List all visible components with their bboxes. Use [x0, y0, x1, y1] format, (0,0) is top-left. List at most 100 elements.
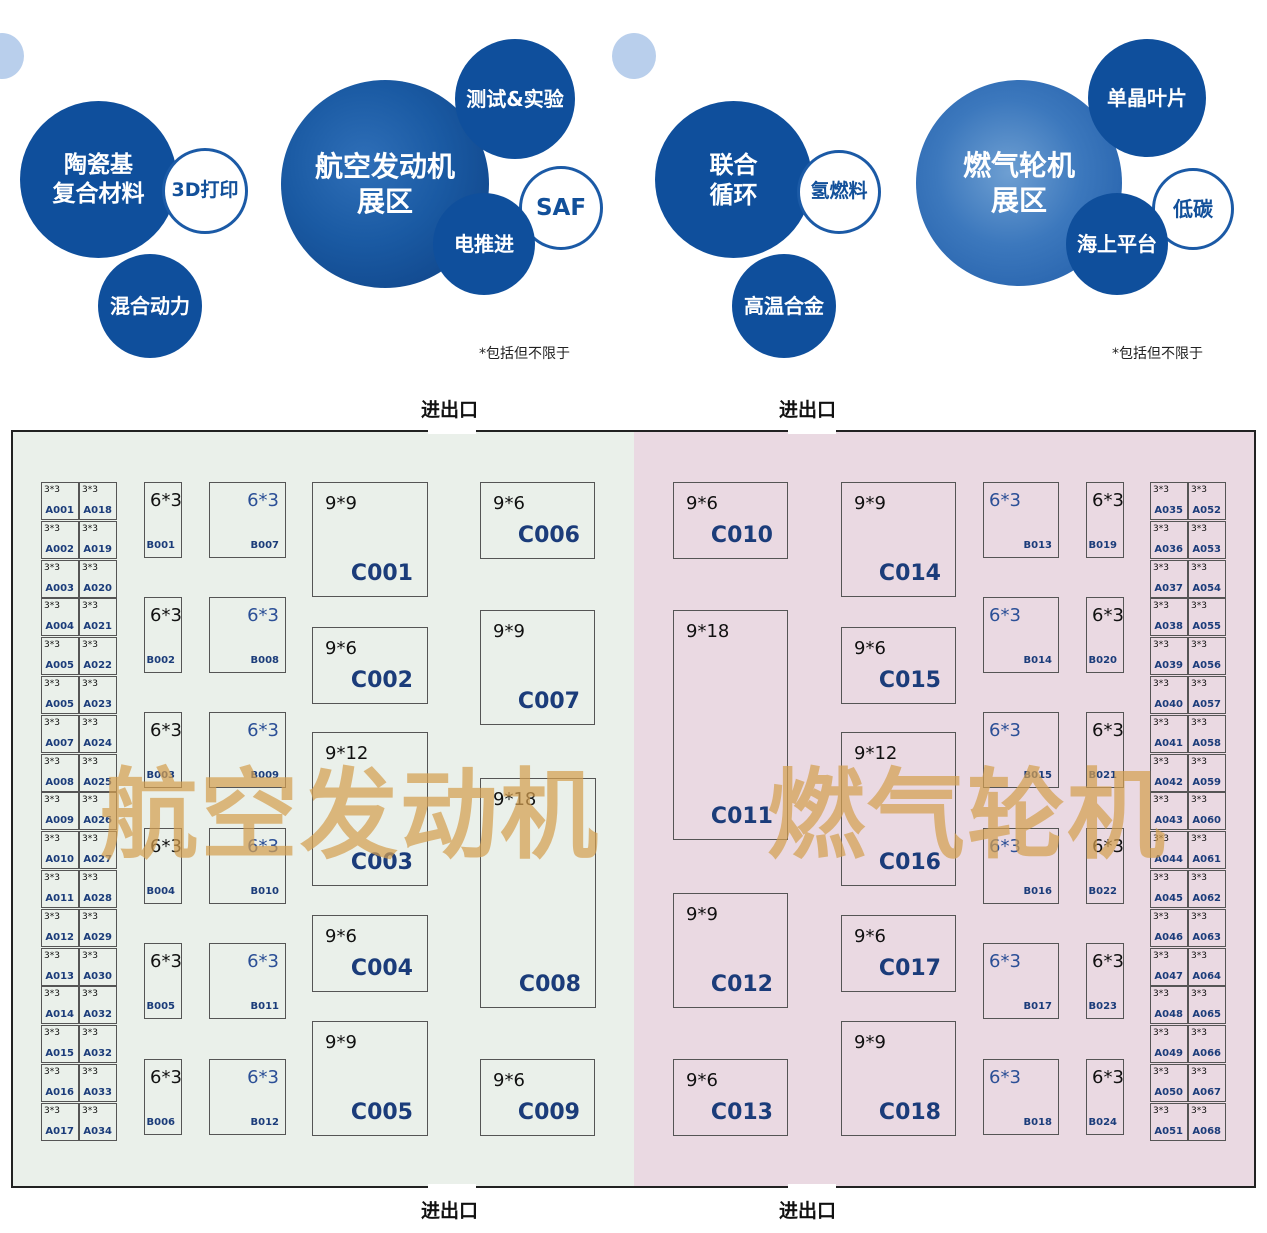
booth-a007[interactable]: 3*3A007: [41, 715, 79, 753]
booth-c002[interactable]: 9*6C002: [312, 627, 428, 704]
booth-a019[interactable]: 3*3A019: [79, 521, 117, 559]
booth-a041[interactable]: 3*3A041: [1150, 715, 1188, 753]
booth-a032[interactable]: 3*3A032: [79, 1025, 117, 1063]
booth-c008[interactable]: 9*18C008: [480, 778, 596, 1008]
booth-b009[interactable]: 6*3B009: [209, 712, 286, 788]
booth-c016[interactable]: 9*12C016: [841, 732, 956, 886]
booth-b006[interactable]: 6*3B006: [144, 1059, 182, 1135]
booth-b007[interactable]: 6*3B007: [209, 482, 286, 558]
booth-a043[interactable]: 3*3A043: [1150, 792, 1188, 830]
booth-b014[interactable]: 6*3B014: [983, 597, 1059, 673]
booth-a024[interactable]: 3*3A024: [79, 715, 117, 753]
booth-b011[interactable]: 6*3B011: [209, 943, 286, 1019]
booth-b008[interactable]: 6*3B008: [209, 597, 286, 673]
booth-a055[interactable]: 3*3A055: [1188, 598, 1226, 636]
booth-b013[interactable]: 6*3B013: [983, 482, 1059, 558]
booth-c018[interactable]: 9*9C018: [841, 1021, 956, 1136]
booth-b003[interactable]: 6*3B003: [144, 712, 182, 788]
booth-a065[interactable]: 3*3A065: [1188, 986, 1226, 1024]
booth-a016[interactable]: 3*3A016: [41, 1064, 79, 1102]
booth-c013[interactable]: 9*6C013: [673, 1059, 788, 1136]
booth-a010[interactable]: 3*3A010: [41, 831, 79, 869]
booth-b001[interactable]: 6*3B001: [144, 482, 182, 558]
booth-c011[interactable]: 9*18C011: [673, 610, 788, 840]
booth-b022[interactable]: 6*3B022: [1086, 828, 1124, 904]
booth-a054[interactable]: 3*3A054: [1188, 560, 1226, 598]
booth-b005[interactable]: 6*3B005: [144, 943, 182, 1019]
booth-c006[interactable]: 9*6C006: [480, 482, 595, 559]
booth-a014[interactable]: 3*3A014: [41, 986, 79, 1024]
booth-a029[interactable]: 3*3A029: [79, 909, 117, 947]
booth-a052[interactable]: 3*3A052: [1188, 482, 1226, 520]
booth-b018[interactable]: 6*3B018: [983, 1059, 1059, 1135]
booth-a005[interactable]: 3*3A005: [41, 676, 79, 714]
booth-a017[interactable]: 3*3A017: [41, 1103, 79, 1141]
booth-a046[interactable]: 3*3A046: [1150, 909, 1188, 947]
booth-b012[interactable]: 6*3B012: [209, 1059, 286, 1135]
booth-a050[interactable]: 3*3A050: [1150, 1064, 1188, 1102]
booth-a021[interactable]: 3*3A021: [79, 598, 117, 636]
booth-a067[interactable]: 3*3A067: [1188, 1064, 1226, 1102]
booth-a012[interactable]: 3*3A012: [41, 909, 79, 947]
booth-a053[interactable]: 3*3A053: [1188, 521, 1226, 559]
booth-a008[interactable]: 3*3A008: [41, 754, 79, 792]
booth-a027[interactable]: 3*3A027: [79, 831, 117, 869]
booth-c004[interactable]: 9*6C004: [312, 915, 428, 992]
booth-a066[interactable]: 3*3A066: [1188, 1025, 1226, 1063]
booth-b002[interactable]: 6*3B002: [144, 597, 182, 673]
booth-c003[interactable]: 9*12C003: [312, 732, 428, 886]
booth-b019[interactable]: 6*3B019: [1086, 482, 1124, 558]
booth-c012[interactable]: 9*9C012: [673, 893, 788, 1008]
booth-a005[interactable]: 3*3A005: [41, 637, 79, 675]
booth-a026[interactable]: 3*3A026: [79, 792, 117, 830]
booth-b015[interactable]: 6*3B015: [983, 712, 1059, 788]
booth-c017[interactable]: 9*6C017: [841, 915, 956, 992]
booth-a057[interactable]: 3*3A057: [1188, 676, 1226, 714]
booth-b020[interactable]: 6*3B020: [1086, 597, 1124, 673]
booth-a062[interactable]: 3*3A062: [1188, 870, 1226, 908]
booth-c009[interactable]: 9*6C009: [480, 1059, 595, 1136]
booth-a063[interactable]: 3*3A063: [1188, 909, 1226, 947]
booth-a068[interactable]: 3*3A068: [1188, 1103, 1226, 1141]
booth-a018[interactable]: 3*3A018: [79, 482, 117, 520]
booth-a023[interactable]: 3*3A023: [79, 676, 117, 714]
booth-a040[interactable]: 3*3A040: [1150, 676, 1188, 714]
booth-a002[interactable]: 3*3A002: [41, 521, 79, 559]
booth-a039[interactable]: 3*3A039: [1150, 637, 1188, 675]
booth-c007[interactable]: 9*9C007: [480, 610, 595, 725]
booth-a009[interactable]: 3*3A009: [41, 792, 79, 830]
booth-a047[interactable]: 3*3A047: [1150, 948, 1188, 986]
booth-a064[interactable]: 3*3A064: [1188, 948, 1226, 986]
booth-a011[interactable]: 3*3A011: [41, 870, 79, 908]
booth-a020[interactable]: 3*3A020: [79, 560, 117, 598]
booth-c010[interactable]: 9*6C010: [673, 482, 788, 559]
booth-a015[interactable]: 3*3A015: [41, 1025, 79, 1063]
booth-a003[interactable]: 3*3A003: [41, 560, 79, 598]
booth-c005[interactable]: 9*9C005: [312, 1021, 428, 1136]
booth-a044[interactable]: 3*3A044: [1150, 831, 1188, 869]
booth-c001[interactable]: 9*9C001: [312, 482, 428, 597]
booth-b024[interactable]: 6*3B024: [1086, 1059, 1124, 1135]
booth-a034[interactable]: 3*3A034: [79, 1103, 117, 1141]
booth-b016[interactable]: 6*3B016: [983, 828, 1059, 904]
booth-c014[interactable]: 9*9C014: [841, 482, 956, 597]
booth-b004[interactable]: 6*3B004: [144, 828, 182, 904]
booth-a056[interactable]: 3*3A056: [1188, 637, 1226, 675]
booth-a033[interactable]: 3*3A033: [79, 1064, 117, 1102]
booth-a059[interactable]: 3*3A059: [1188, 754, 1226, 792]
booth-a028[interactable]: 3*3A028: [79, 870, 117, 908]
booth-b017[interactable]: 6*3B017: [983, 943, 1059, 1019]
booth-a061[interactable]: 3*3A061: [1188, 831, 1226, 869]
booth-b021[interactable]: 6*3B021: [1086, 712, 1124, 788]
booth-a038[interactable]: 3*3A038: [1150, 598, 1188, 636]
booth-a042[interactable]: 3*3A042: [1150, 754, 1188, 792]
booth-a022[interactable]: 3*3A022: [79, 637, 117, 675]
booth-b010[interactable]: 6*3B010: [209, 828, 286, 904]
booth-a001[interactable]: 3*3A001: [41, 482, 79, 520]
booth-a036[interactable]: 3*3A036: [1150, 521, 1188, 559]
booth-a004[interactable]: 3*3A004: [41, 598, 79, 636]
booth-a037[interactable]: 3*3A037: [1150, 560, 1188, 598]
booth-a032[interactable]: 3*3A032: [79, 986, 117, 1024]
booth-a030[interactable]: 3*3A030: [79, 948, 117, 986]
booth-b023[interactable]: 6*3B023: [1086, 943, 1124, 1019]
